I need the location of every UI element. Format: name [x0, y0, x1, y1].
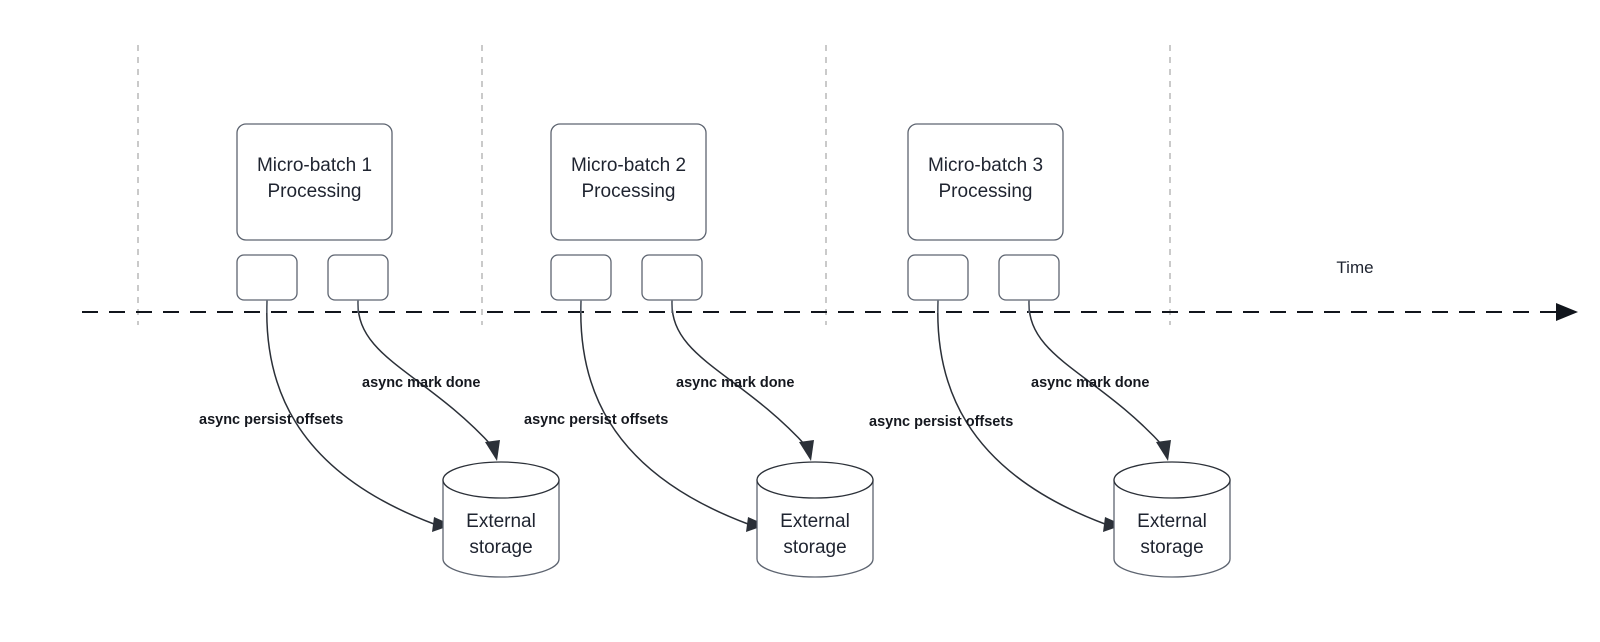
micro-batch-group-1: Micro-batch 1 Processing async persist o… [199, 123, 560, 578]
mark-done-task-box-2[interactable] [641, 254, 703, 301]
external-storage-top-3 [1113, 461, 1231, 499]
micro-batch-box-3[interactable] [907, 123, 1064, 241]
mark-done-arrow-path-1 [357, 300, 494, 448]
micro-batch-label-1-line2: Processing [268, 181, 362, 202]
timeline-arrowhead [1556, 303, 1578, 321]
micro-batch-box-2[interactable] [550, 123, 707, 241]
external-storage-top-1 [442, 461, 560, 499]
external-storage-1[interactable]: External storage [442, 461, 560, 578]
persist-offsets-task-box-2[interactable] [550, 254, 612, 301]
micro-batch-label-3-line1: Micro-batch 3 [928, 155, 1043, 176]
mark-done-arrow-path-3 [1028, 300, 1165, 448]
micro-batch-box-1[interactable] [236, 123, 393, 241]
mark-done-label-1: async mark done [362, 375, 480, 391]
external-storage-body-1 [442, 479, 560, 578]
external-storage-label-1-line2: storage [469, 537, 532, 558]
external-storage-label-3-line2: storage [1140, 537, 1203, 558]
persist-offsets-label-3: async persist offsets [869, 414, 1013, 430]
micro-batch-group-3: Micro-batch 3 Processing async persist o… [869, 123, 1231, 578]
external-storage-body-2 [756, 479, 874, 578]
mark-done-arrowhead-3 [1156, 440, 1171, 461]
persist-offsets-arrow-path-1 [266, 300, 435, 525]
external-storage-label-3-line1: External [1137, 511, 1207, 532]
persist-offsets-task-box-3[interactable] [907, 254, 969, 301]
time-axis-label: Time [1336, 258, 1373, 277]
micro-batch-label-3-line2: Processing [939, 181, 1033, 202]
mark-done-arrowhead-2 [799, 440, 814, 461]
micro-batch-label-2-line2: Processing [582, 181, 676, 202]
persist-offsets-arrowhead-1 [432, 517, 452, 532]
persist-offsets-arrow-path-3 [937, 300, 1106, 525]
micro-batch-group-2: Micro-batch 2 Processing async persist o… [524, 123, 874, 578]
mark-done-task-box-1[interactable] [327, 254, 389, 301]
external-storage-body-3 [1113, 479, 1231, 578]
tick-line-group [137, 45, 1171, 325]
mark-done-arrow-path-2 [671, 300, 808, 448]
mark-done-task-box-3[interactable] [998, 254, 1060, 301]
persist-offsets-label-1: async persist offsets [199, 412, 343, 428]
external-storage-top-2 [756, 461, 874, 499]
persist-offsets-arrow-path-2 [580, 300, 749, 525]
persist-offsets-task-box-1[interactable] [236, 254, 298, 301]
mark-done-arrowhead-1 [485, 440, 500, 461]
micro-batch-label-2-line1: Micro-batch 2 [571, 155, 686, 176]
micro-batch-label-1-line1: Micro-batch 1 [257, 155, 372, 176]
external-storage-label-2-line1: External [780, 511, 850, 532]
persist-offsets-arrowhead-2 [746, 517, 766, 532]
persist-offsets-label-2: async persist offsets [524, 412, 668, 428]
persist-offsets-arrowhead-3 [1103, 517, 1123, 532]
mark-done-label-2: async mark done [676, 375, 794, 391]
mark-done-label-3: async mark done [1031, 375, 1149, 391]
timeline-axis: Time [82, 258, 1578, 321]
external-storage-label-2-line2: storage [783, 537, 846, 558]
external-storage-label-1-line1: External [466, 511, 536, 532]
external-storage-3[interactable]: External storage [1113, 461, 1231, 578]
external-storage-2[interactable]: External storage [756, 461, 874, 578]
